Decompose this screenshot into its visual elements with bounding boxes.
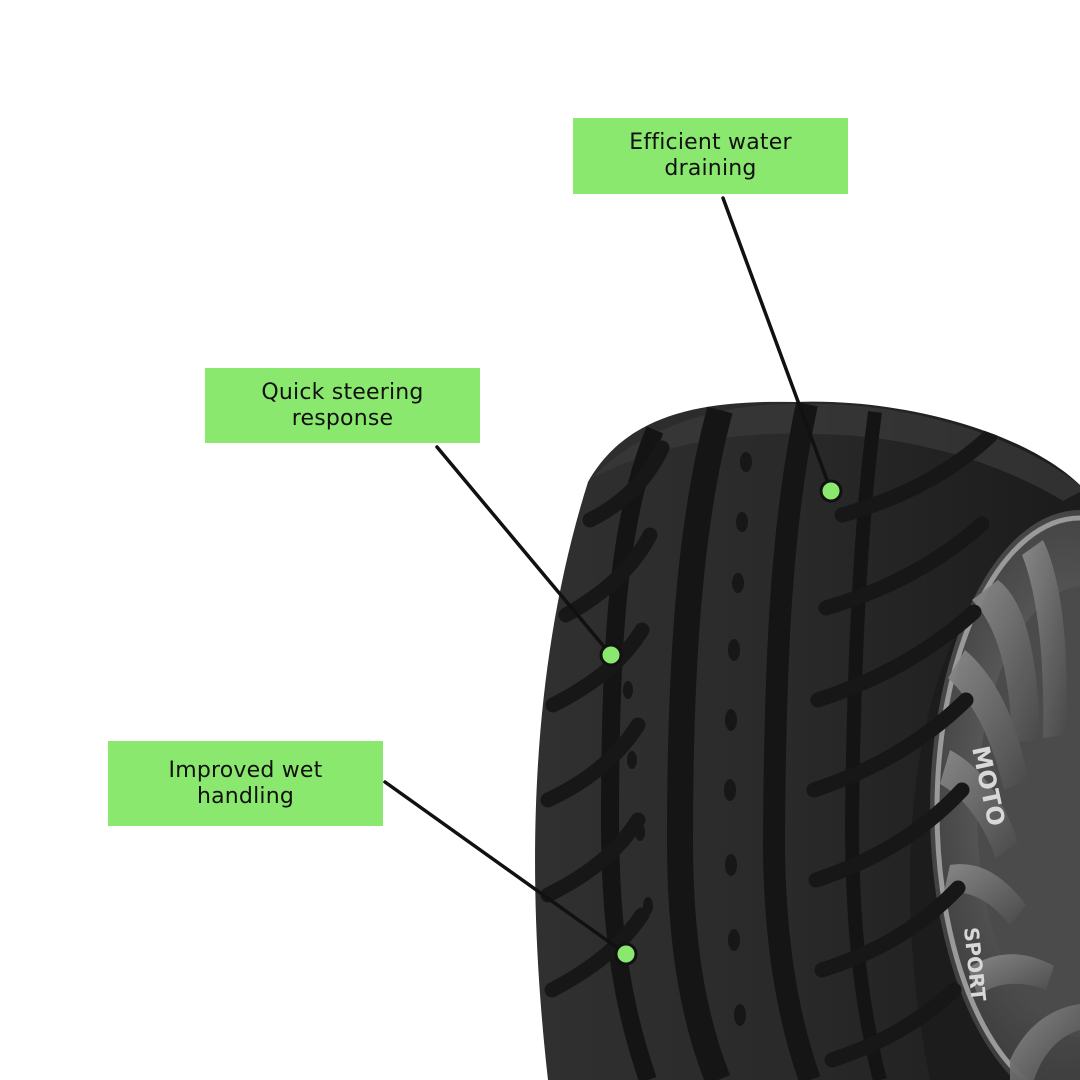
wheel-spoke <box>1010 1004 1080 1080</box>
water-callout-leader-line <box>721 196 833 493</box>
tread-slots <box>540 428 998 1068</box>
wet-callout-leader-line <box>383 780 628 956</box>
tire-tread-pattern <box>540 401 998 1080</box>
wheel-spoke <box>940 750 1018 858</box>
steering-callout-leader-line <box>435 445 613 657</box>
wheel-spokes <box>940 540 1080 1080</box>
wheel-spoke <box>1022 540 1067 738</box>
tread-groove-center-right <box>762 401 821 1080</box>
tread-sipes <box>623 452 752 1026</box>
wheel-spoke <box>968 954 1054 996</box>
wheel-spoke <box>948 650 1028 790</box>
callout-markers <box>599 479 843 966</box>
improved-wet-handling-callout: Improved wet handling <box>108 741 383 826</box>
callout-label: Quick steering response <box>261 379 424 431</box>
tire-body: MOTO SPORT <box>535 401 1080 1080</box>
callout-label: Improved wet handling <box>168 757 323 809</box>
water-marker-dot <box>819 479 843 503</box>
wheel-spoke <box>972 580 1040 742</box>
callout-label: Efficient water draining <box>629 130 792 181</box>
tread-groove-center-left <box>666 406 733 1080</box>
wheel-spoke <box>944 864 1026 925</box>
callout-connectors <box>383 196 833 956</box>
steering-marker-dot <box>599 643 623 667</box>
efficient-water-draining-callout: Efficient water draining <box>573 118 848 194</box>
wet-marker-dot <box>614 942 638 966</box>
quick-steering-response-callout: Quick steering response <box>205 368 480 443</box>
tread-groove-left <box>600 426 664 1080</box>
